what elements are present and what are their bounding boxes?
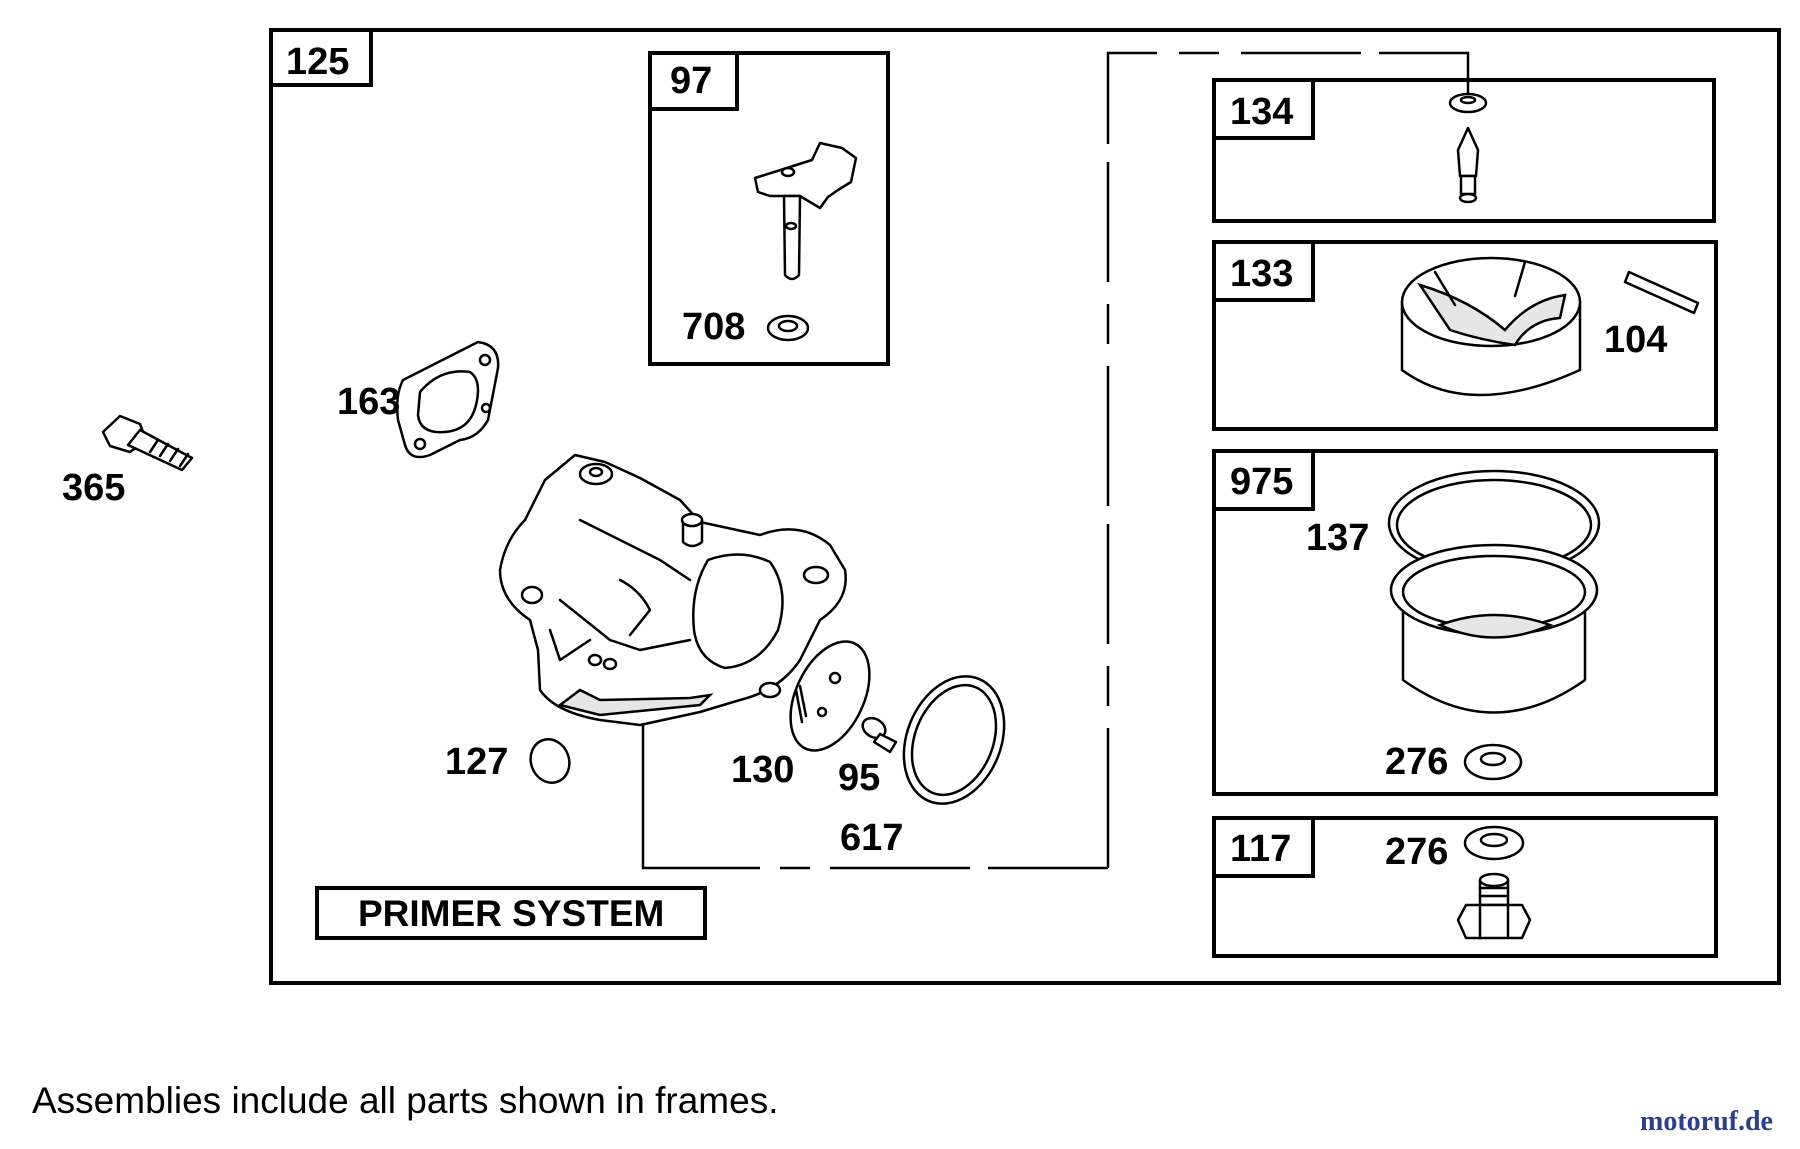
float-bowl-part (1389, 543, 1599, 714)
main-assembly-frame: 125 (269, 28, 1781, 985)
assembly-975-number: 975 (1230, 461, 1293, 503)
part-label-708: 708 (682, 306, 745, 348)
bowl-gasket-part (1387, 469, 1601, 577)
part-label-95: 95 (838, 757, 880, 799)
oring-617-part (902, 675, 1006, 805)
assembly-134-frame: 134 (1212, 78, 1716, 223)
assembly-134-number: 134 (1230, 91, 1293, 133)
part-label-137: 137 (1306, 517, 1369, 559)
part-label-127: 127 (445, 741, 508, 783)
main-assembly-number: 125 (286, 41, 349, 83)
part-label-104: 104 (1604, 319, 1667, 361)
assembly-975-frame: 975 137 276 (1212, 449, 1718, 796)
part-label-276-b: 276 (1385, 831, 1448, 873)
part-label-365: 365 (62, 467, 125, 509)
assembly-133-number: 133 (1230, 253, 1293, 295)
assembly-97-number: 97 (670, 60, 712, 102)
welch-plug-127-part (529, 738, 571, 784)
part-label-276-a: 276 (1385, 741, 1448, 783)
gasket-163-part (395, 340, 500, 459)
bolt-365-part (101, 414, 194, 472)
assembly-133-frame: 133 104 (1212, 240, 1718, 431)
assembly-117-number: 117 (1230, 828, 1291, 870)
bowl-nut-part (1456, 872, 1532, 940)
footnote: Assemblies include all parts shown in fr… (32, 1080, 779, 1121)
primer-system-label: PRIMER SYSTEM (315, 886, 707, 940)
float-part (1400, 256, 1582, 397)
float-pin-part (1623, 270, 1700, 315)
washer-276-a (1463, 743, 1523, 781)
assembly-117-frame: 117 276 (1212, 816, 1718, 958)
part-label-163: 163 (337, 381, 400, 423)
washer-708 (766, 314, 810, 342)
part-label-130: 130 (731, 749, 794, 791)
carburetor-body-part (498, 453, 847, 727)
assembly-97-frame: 97 708 (648, 51, 890, 366)
washer-276-b (1463, 825, 1525, 861)
primer-plate-130-part (789, 640, 871, 752)
inlet-needle-part (1448, 92, 1488, 204)
primer-system-text: PRIMER SYSTEM (358, 893, 664, 934)
watermark-logo: motoruf.de (1640, 1106, 1773, 1137)
screw-95-part (861, 716, 898, 754)
part-label-617: 617 (840, 817, 903, 859)
choke-shaft-part (753, 141, 858, 281)
